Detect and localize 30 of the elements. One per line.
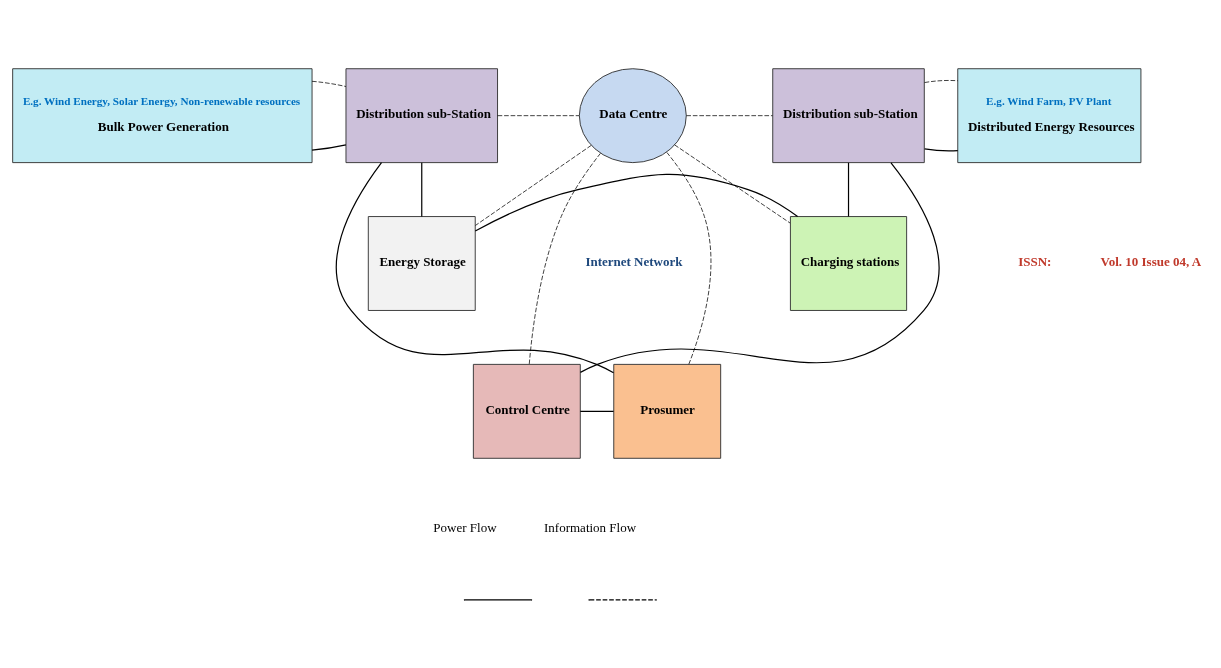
connector bbox=[311, 143, 347, 151]
node-box: Distribution sub-Station bbox=[345, 67, 498, 163]
connector bbox=[497, 114, 580, 116]
node-box: Prosumer bbox=[613, 363, 722, 459]
node-box: Energy Storage bbox=[367, 215, 476, 311]
node-box: Distribution sub-Station bbox=[772, 67, 925, 163]
legend-label: Power Flow bbox=[433, 519, 497, 535]
legend-label: Information Flow bbox=[544, 519, 637, 535]
node-box: Control Centre bbox=[472, 363, 581, 459]
connector bbox=[528, 152, 601, 364]
connector bbox=[311, 80, 347, 87]
connector bbox=[421, 161, 423, 217]
connector bbox=[666, 151, 712, 365]
node-box: Charging stations bbox=[789, 215, 908, 311]
connector bbox=[924, 147, 959, 151]
connector bbox=[474, 173, 799, 232]
label: ISSN: bbox=[1018, 253, 1052, 269]
label: Internet Network bbox=[585, 253, 683, 269]
connector bbox=[335, 161, 615, 373]
node-box: E.g. Wind Farm, PV Plant Distributed Energy Resources bbox=[957, 67, 1142, 163]
connector bbox=[475, 144, 592, 226]
label: Vol. 10 Issue 04, A bbox=[1100, 253, 1202, 269]
connector bbox=[924, 79, 959, 83]
node-ellipse: Data Centre bbox=[578, 67, 687, 163]
connector bbox=[579, 410, 615, 412]
connector bbox=[847, 161, 850, 217]
connector bbox=[674, 144, 791, 223]
node-box: E.g. Wind Energy, Solar Energy, Non-renewable resources Bulk Power Generation bbox=[12, 67, 313, 163]
connector bbox=[579, 161, 940, 373]
connector bbox=[685, 114, 773, 116]
